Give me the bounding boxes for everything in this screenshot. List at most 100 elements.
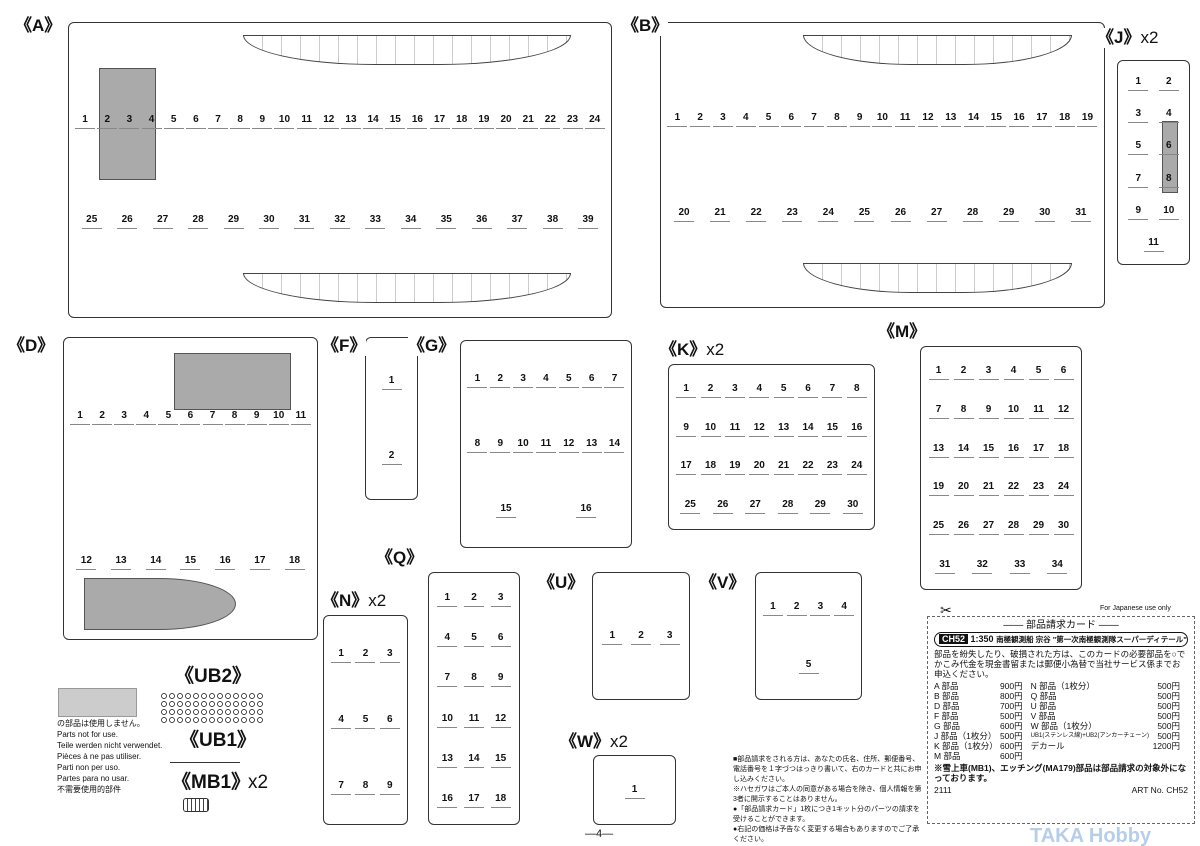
part-number: 2 xyxy=(97,111,118,129)
part-number: 10 xyxy=(700,419,721,437)
part-number: 10 xyxy=(437,710,458,728)
part-number: 3 xyxy=(114,407,135,425)
not-used-swatch xyxy=(58,688,137,717)
part-number: 16 xyxy=(1009,109,1030,127)
card-intro: 部品を紛失したり、破損された方は、このカードの必要部品を○でかこみ代金を現金書留… xyxy=(934,649,1186,679)
part-number: 12 xyxy=(558,435,579,453)
sprue-name: 《U》 xyxy=(538,573,585,592)
part-number: 19 xyxy=(473,111,494,129)
part-number: 9 xyxy=(490,669,511,688)
part-number: 32 xyxy=(972,556,993,574)
sprue-name: 《W》 xyxy=(560,732,611,751)
part-number: 12 xyxy=(318,111,339,129)
part-number: 15 xyxy=(180,552,201,571)
part-number: 4 xyxy=(141,111,162,129)
sprue-label-u: 《U》 xyxy=(538,573,585,593)
part-number: 1 xyxy=(762,598,783,616)
price: 500円 xyxy=(1157,731,1180,741)
price: 700円 xyxy=(999,701,1023,711)
price: 500円 xyxy=(1157,691,1180,701)
art-number: ART No. CH52 xyxy=(1131,785,1188,795)
part-number: 21 xyxy=(978,478,999,497)
part-number: 15 xyxy=(978,440,999,458)
part-number: 28 xyxy=(188,211,209,229)
legend-line: Partes para no usar. xyxy=(57,774,130,783)
part-number: 8 xyxy=(467,435,488,453)
part-number: 6 xyxy=(798,380,819,399)
part-number: 1 xyxy=(624,781,645,799)
part-number: 19 xyxy=(724,457,745,476)
price: 600円 xyxy=(999,721,1023,731)
part-number: 28 xyxy=(777,496,798,514)
part-number: 9 xyxy=(379,777,400,795)
part-number: 38 xyxy=(542,211,563,229)
part-number: 4 xyxy=(535,370,556,388)
note-line: ■部品請求をされる方は、あなたの氏名、住所、郵便番号、電話番号を１字づつはっきり… xyxy=(733,756,922,783)
sprue-label-w: 《W》x2 xyxy=(560,732,629,752)
shaded-part xyxy=(1162,121,1178,193)
part-number: 9 xyxy=(849,109,870,127)
part-number: 3 xyxy=(659,627,680,645)
part-number: 28 xyxy=(962,204,983,222)
part-number: 7 xyxy=(437,669,458,688)
part-number: 3 xyxy=(1128,105,1149,124)
part-number: 12 xyxy=(917,109,938,127)
part-number: 22 xyxy=(1003,478,1024,497)
sprue-label-a: 《A》 xyxy=(15,16,62,36)
part-number: 1 xyxy=(331,645,352,663)
part-number: 12 xyxy=(749,419,770,437)
part-number: 10 xyxy=(1158,202,1179,220)
hull-part xyxy=(243,273,572,303)
sprue-frame-w: 1 xyxy=(593,755,676,825)
part-number: 10 xyxy=(513,435,534,453)
part-number: 20 xyxy=(953,478,974,497)
part-number: 7 xyxy=(208,111,229,129)
sprue-name: 《N》 xyxy=(322,591,369,610)
part-number: 24 xyxy=(846,457,867,476)
sprue-label-k: 《K》x2 xyxy=(660,340,725,360)
part-number: 11 xyxy=(724,419,745,437)
part-number: 6 xyxy=(185,111,206,129)
part-number: 18 xyxy=(1053,440,1074,458)
hull-part xyxy=(803,263,1073,293)
part-number: 23 xyxy=(822,457,843,476)
part-number: 32 xyxy=(329,211,350,229)
part-number: 30 xyxy=(1053,517,1074,535)
part-number: 21 xyxy=(773,457,794,476)
part-name: D 部品 xyxy=(934,701,960,711)
part-number: 30 xyxy=(258,211,279,229)
part-number: 37 xyxy=(507,211,528,229)
part-number: 13 xyxy=(773,419,794,437)
part-number: 30 xyxy=(1034,204,1055,222)
order-notes: ■部品請求をされる方は、あなたの氏名、住所、郵便番号、電話番号を１字づつはっきり… xyxy=(733,755,923,845)
part-number: 18 xyxy=(451,111,472,129)
part-number: 39 xyxy=(578,211,599,229)
part-number: 2 xyxy=(463,589,484,608)
part-number: 6 xyxy=(180,407,201,425)
part-number: 27 xyxy=(152,211,173,229)
sprue-label-b: 《B》 xyxy=(622,16,669,36)
note-line: ●「部品請求カード」1枚につき1キット分のパーツの請求を受けることができます。 xyxy=(733,806,920,823)
part-number: 2 xyxy=(690,109,711,127)
part-number: 5 xyxy=(1028,362,1049,381)
price: 800円 xyxy=(999,691,1023,701)
part-name: A 部品 xyxy=(934,681,959,691)
part-number: 8 xyxy=(230,111,251,129)
part-number: 11 xyxy=(290,407,311,425)
part-number: 13 xyxy=(940,109,961,127)
sprue-label-n: 《N》x2 xyxy=(322,591,387,611)
card-title: ―― 部品請求カード ―― xyxy=(1003,620,1119,631)
